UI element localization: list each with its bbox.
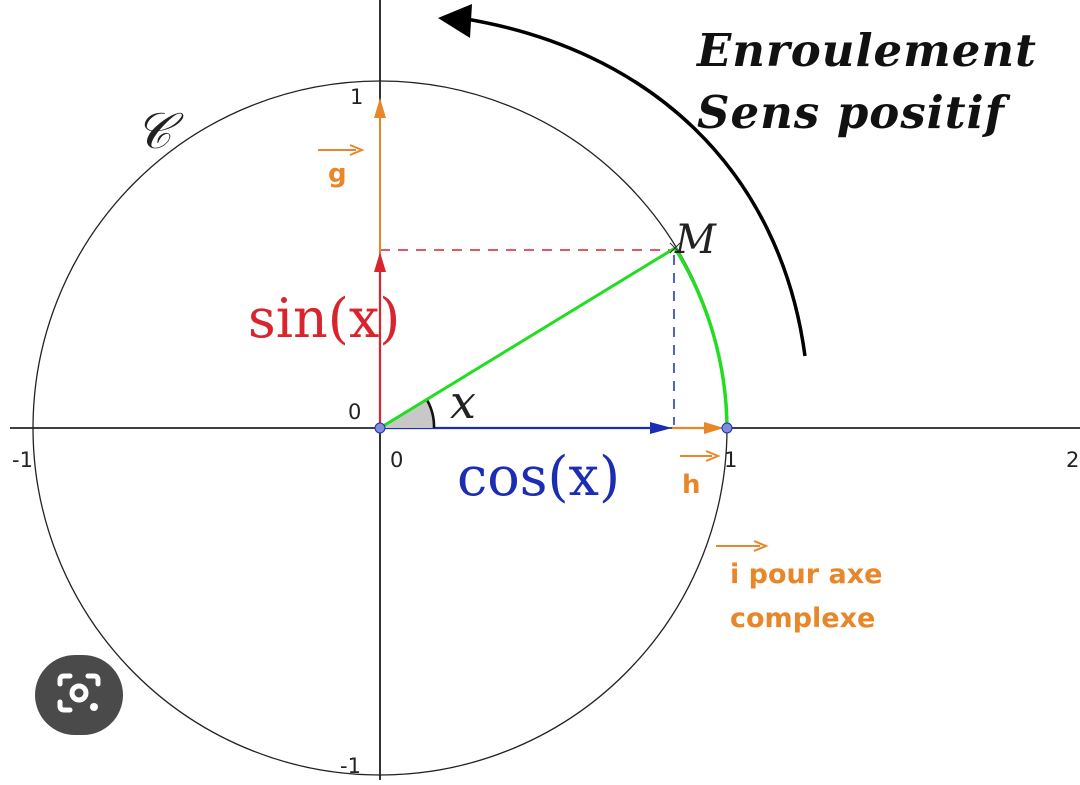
rotation-arrowhead	[438, 4, 472, 38]
radius-om	[379, 246, 676, 430]
tick-y-minus-one: -1	[340, 754, 361, 778]
sin-vector-arrowhead	[374, 252, 386, 272]
tick-x-two: 2	[1066, 448, 1079, 472]
angle-x-label: x	[450, 375, 476, 429]
cos-label: cos(x)	[457, 445, 620, 508]
h-overarrow-head	[705, 450, 721, 462]
tick-x-minus-one: -1	[12, 448, 33, 472]
title-sens-positif: Sens positif	[697, 86, 1011, 139]
vector-g-label: g	[328, 159, 347, 189]
point-one	[721, 422, 733, 434]
green-arc	[673, 247, 729, 429]
origin-point	[374, 422, 386, 434]
cos-vector-arrowhead	[650, 422, 672, 434]
vector-i-label-line1: i pour axe	[730, 559, 882, 590]
vector-h-arrowhead	[704, 422, 724, 434]
angle-arc	[425, 399, 436, 429]
vector-h-label: h	[682, 470, 701, 500]
tick-y-zero: 0	[348, 400, 361, 424]
sin-label: sin(x)	[248, 287, 400, 350]
tick-y-one: 1	[350, 85, 363, 109]
tick-x-one: 1	[724, 448, 737, 472]
circle-label: 𝒞	[135, 102, 184, 160]
rotation-direction-arrow	[459, 16, 807, 357]
point-m-label: M	[674, 217, 717, 263]
i-overarrow-head	[753, 540, 769, 552]
lens-search-button[interactable]	[35, 655, 123, 735]
camera-lens-icon	[54, 670, 104, 721]
vector-g-arrowhead	[374, 98, 386, 118]
g-overarrow-head	[349, 144, 365, 156]
tick-x-zero: 0	[390, 448, 403, 472]
vector-i-label-line2: complexe	[730, 603, 875, 634]
point-m-tick-b	[669, 242, 681, 254]
title-enroulement: Enroulement	[695, 24, 1037, 77]
